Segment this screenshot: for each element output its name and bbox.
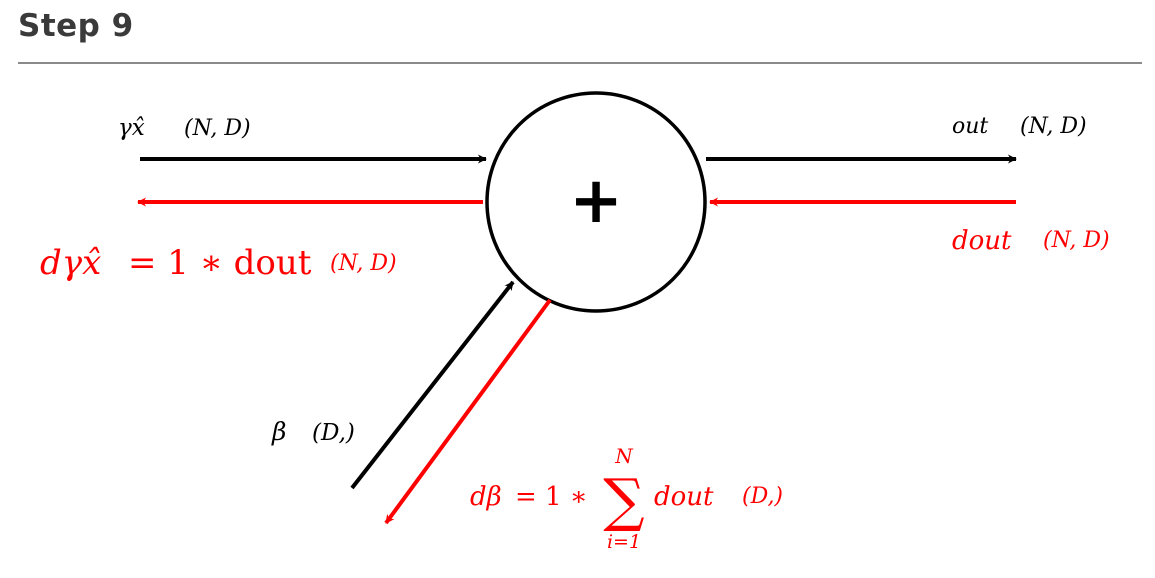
plus-symbol: + xyxy=(569,164,623,238)
label-gamma-x-shape: (N, D) xyxy=(184,116,251,141)
grad-beta-arrow xyxy=(384,298,552,525)
label-out: out xyxy=(952,114,988,139)
grad-beta-term: dout xyxy=(654,482,714,512)
add-node xyxy=(485,91,707,313)
label-out-shape: (N, D) xyxy=(1020,114,1087,139)
label-beta-shape: (D,) xyxy=(312,420,355,446)
grad-gamma-x-lhs: dγx̂ xyxy=(40,243,101,283)
grad-gamma-x-shape: (N, D) xyxy=(330,251,397,276)
grad-beta-eq: = 1 ∗ xyxy=(515,482,588,512)
sum-symbol: ∑ xyxy=(603,466,644,534)
sum-lower-limit: i=1 xyxy=(607,531,641,553)
step-heading: Step 9 xyxy=(18,8,134,44)
label-dout: dout xyxy=(952,226,1012,256)
label-beta: β xyxy=(271,417,286,446)
grad-beta-lhs: dβ xyxy=(470,482,502,512)
grad-gamma-x-eq: = 1 ∗ dout xyxy=(128,243,312,283)
label-gamma-x: γx̂ xyxy=(118,115,145,141)
label-dout-shape: (N, D) xyxy=(1043,228,1110,253)
grad-beta-shape: (D,) xyxy=(742,484,783,509)
heading-divider xyxy=(18,62,1142,64)
sum-upper-limit: N xyxy=(614,444,634,468)
input-beta-arrow xyxy=(350,280,515,490)
